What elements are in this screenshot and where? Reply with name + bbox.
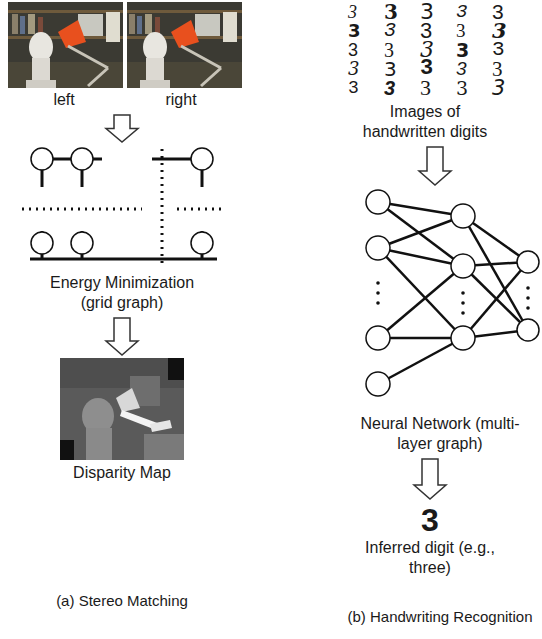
handwritten-digit: 3 [384,21,396,41]
handwritten-digit: 3 [492,78,505,98]
handwritten-digit: 3 [420,78,431,98]
stage-node: 3Inferred digit (e.g., three) [350,502,510,580]
handwritten-digit: 3 [456,2,467,22]
stage-label: Energy Minimization (grid graph) [32,273,212,313]
handwritten-digit: 3 [456,40,469,60]
stage-label: left [53,90,74,110]
handwritten-digit: 3 [492,2,504,22]
handwritten-digit: 3 [456,59,467,79]
handwritten-digit: 3 [420,2,434,22]
handwritten-digit: 3 [420,59,433,79]
sub-caption: (b) Handwriting Recognition [347,608,532,625]
right-photo [127,2,242,88]
handwritten-digit: 3 [384,59,397,79]
handwritten-digit: 3 [456,21,466,41]
block-arrow [419,147,451,185]
stage-label: Inferred digit (e.g., three) [365,538,495,578]
block-arrow [106,318,138,355]
handwritten-digit: 3 [420,21,432,41]
disparity-map [60,358,184,460]
handwritten-digit: 3 [384,2,398,22]
sub-caption: (a) Stereo Matching [56,592,188,609]
handwritten-digit: 3 [492,59,503,79]
handwritten-digit: 3 [348,59,359,79]
stereo-photos [8,2,242,88]
block-arrow [106,115,138,142]
handwritten-digit: 3 [456,78,468,98]
handwritten-digit: 3 [492,40,505,60]
block-arrow [414,459,446,499]
stage-node: left right [8,2,242,112]
stage-label: Images of handwritten digits [350,102,500,142]
stage-node: Neural Network (multi-layer graph) [350,188,530,456]
handwritten-digit: 3 [384,78,395,98]
inferred-digit: 3 [365,502,495,538]
handwritten-digit: 3 [348,21,361,41]
stage-label: Disparity Map [52,463,192,483]
handwritten-digit: 3 [348,2,357,22]
handwritten-digit: 3 [420,40,434,60]
stage-label: right [165,90,196,110]
stage-label: Neural Network (multi-layer graph) [360,414,520,454]
stage-node: Energy Minimization (grid graph) [12,145,232,315]
neural-network [350,188,542,413]
left-photo [8,2,123,88]
stage-node: Disparity Map [52,358,192,485]
handwritten-digit: 3 [492,21,507,41]
handwritten-digit: 3 [348,40,358,60]
handwritten-digit: 3 [384,40,394,60]
handwritten-digit: 3 [348,78,359,98]
grid-graph [12,145,232,270]
